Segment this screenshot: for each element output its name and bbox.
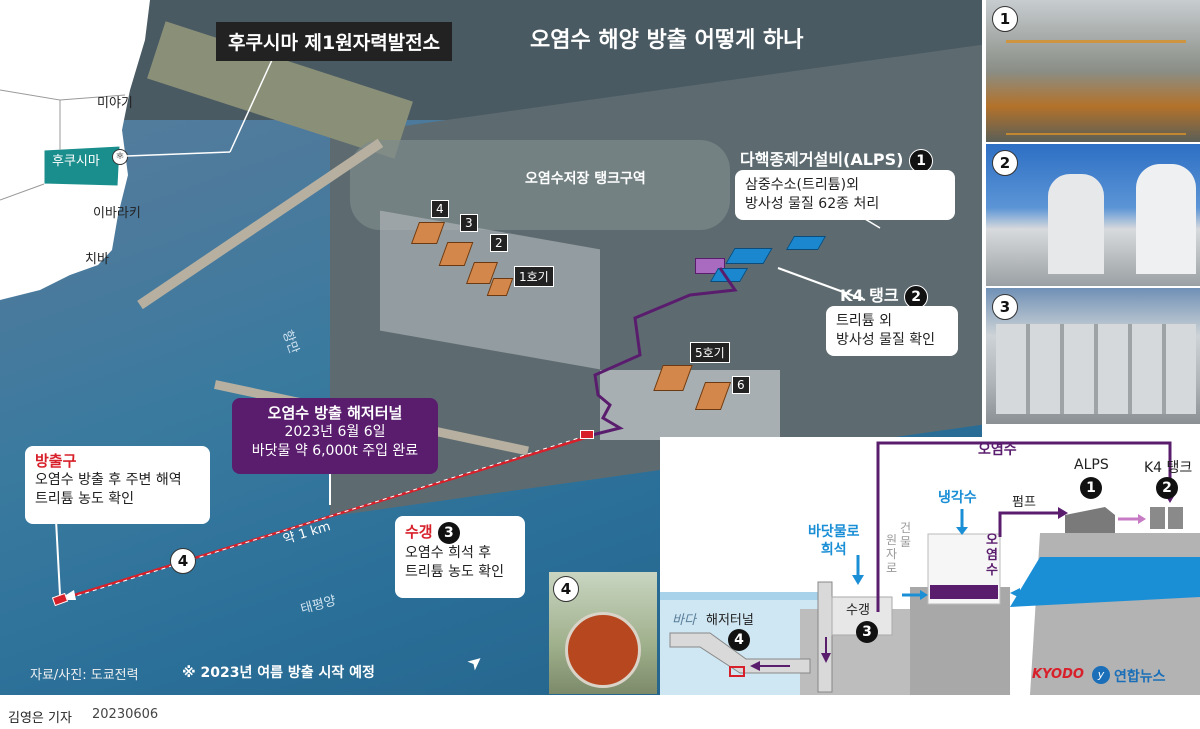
photo-num-1: 1 (992, 6, 1018, 32)
diagram-k4-label: K4 탱크 (1144, 460, 1193, 476)
source-credit: 자료/사진: 도쿄전력 (30, 668, 139, 683)
photo-alps-frame (1006, 40, 1186, 135)
map-place-fukushima: 후쿠시마 (52, 154, 100, 169)
map-place-ibaraki: 이바라키 (93, 206, 141, 221)
map-place-chiba: 치바 (85, 252, 109, 267)
outlet-callout-box: 방출구 오염수 방출 후 주변 해역 트리튬 농도 확인 (25, 446, 210, 524)
unit-4-label: 4 (431, 200, 449, 218)
tank-area-block (350, 140, 730, 230)
photo-tunnel-machine: 4 (549, 572, 657, 694)
boring-machine (565, 612, 641, 688)
alps-callout-title: 다핵종제거설비(ALPS) 1 (740, 146, 934, 173)
shaft-marker (580, 430, 594, 439)
unit-1-label: 1호기 (514, 266, 554, 287)
diagram-sea-label: 바다 (672, 613, 696, 628)
yonhap-logo: 연합뉴스 (1114, 669, 1166, 685)
photo-num-2: 2 (992, 150, 1018, 176)
tunnel-num-4: 4 (170, 548, 196, 574)
photo-k4-tanks: 2 (986, 144, 1200, 286)
diagram-shaft-num: 3 (856, 621, 878, 643)
diagram-groundwater-label: 지하수 (1050, 588, 1089, 604)
byline-date: 20230606 (92, 707, 159, 722)
pipeline-route (67, 267, 738, 599)
shaft-structure (996, 324, 1196, 414)
byline-author: 김영은 기자 (8, 711, 72, 726)
photo-num-3: 3 (992, 294, 1018, 320)
aerial-map-panel: 미야기 후쿠시마 ⚛ 이바라키 치바 후쿠시마 제1원자력발전소 오염수 해양 … (0, 0, 982, 695)
unit-3-label: 3 (460, 214, 478, 232)
japan-inset-map (0, 0, 150, 300)
diagram-cooling-label: 냉각수 (938, 490, 977, 506)
leader-line-fukushima (125, 59, 273, 157)
unit56-area (600, 370, 780, 440)
tank-area-label: 오염수저장 탱크구역 (525, 171, 646, 187)
diagram-graphics (660, 441, 1200, 695)
diagram-contaminated-label: 오염수 (978, 442, 1017, 458)
yonhap-logo-icon: y (1092, 666, 1110, 684)
unit-2-label: 2 (490, 234, 508, 252)
diagram-tunnel-num: 4 (728, 629, 750, 651)
k4-callout-title: K4 탱크 2 (840, 282, 929, 309)
kyodo-logo: KYODO (1032, 667, 1084, 682)
diagram-shaft-label: 수갱 (846, 603, 870, 618)
tank-silhouette-2 (1136, 164, 1196, 274)
unit-5-label: 5호기 (690, 342, 730, 363)
shaft-callout-box: 수갱 3 오염수 희석 후 트리튬 농도 확인 (395, 516, 525, 598)
diagram-alps-num: 1 (1080, 477, 1102, 499)
map-place-miyagi: 미야기 (97, 96, 133, 111)
title-left: 후쿠시마 제1원자력발전소 (216, 22, 453, 61)
photo-alps: 1 (986, 0, 1200, 142)
unit-6-label: 6 (732, 376, 750, 394)
tank-silhouette-1 (1048, 174, 1104, 274)
diagram-alps-label: ALPS (1074, 457, 1109, 473)
diagram-pump-label: 펌프 (1012, 495, 1036, 510)
release-note: ※ 2023년 여름 방출 시작 예정 (182, 665, 375, 681)
tunnel-callout-box: 오염수 방출 해저터널 2023년 6월 6일 바닷물 약 6,000t 주입 … (232, 398, 438, 474)
diagram-k4-num: 2 (1156, 477, 1178, 499)
title-right: 오염수 해양 방출 어떻게 하나 (530, 28, 804, 53)
photo-num-4: 4 (553, 576, 579, 602)
fukushima-region (43, 145, 121, 187)
photo-shaft: 3 (986, 288, 1200, 424)
diagram-tunnel-label: 해저터널 (706, 613, 754, 628)
nuclear-icon: ⚛ (112, 149, 128, 165)
